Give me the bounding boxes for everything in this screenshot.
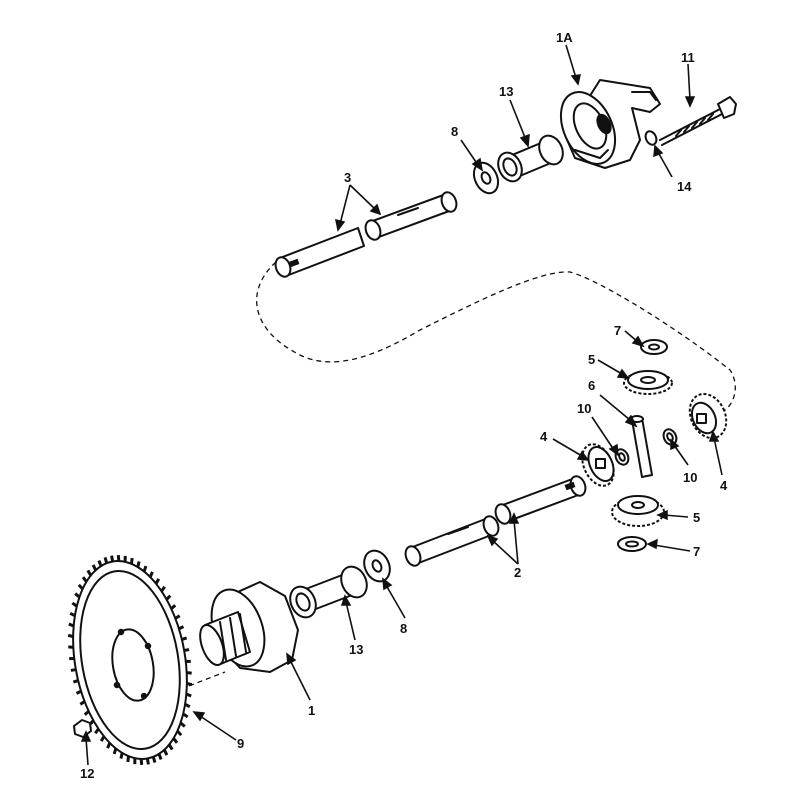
label-8-bottom: 8	[400, 621, 407, 636]
label-11: 11	[681, 50, 695, 65]
sprocket-tooth	[72, 679, 79, 684]
thrust-washer-8-bottom	[363, 549, 391, 583]
label-5-bottom: 5	[693, 510, 700, 525]
bevel-gear-5-bottom	[611, 495, 665, 527]
sprocket-tooth	[157, 753, 163, 760]
housing-1	[199, 581, 299, 673]
axle-shafts-2	[404, 475, 587, 567]
axle-dashed-line	[79, 671, 226, 729]
sprocket-tooth	[97, 560, 103, 567]
sprocket-tooth	[119, 752, 124, 759]
sprocket-tooth	[167, 743, 174, 751]
axle-shafts-3	[274, 191, 458, 278]
sprocket-tooth	[172, 737, 179, 744]
sprocket-tooth	[179, 721, 186, 728]
sprocket-tooth	[67, 633, 74, 638]
sprocket-tooth	[70, 668, 77, 672]
sprocket-tooth	[103, 557, 109, 564]
nut-12	[73, 719, 92, 738]
label-5-top: 5	[588, 352, 595, 367]
sprocket-tooth	[130, 557, 134, 565]
side-gear-4-left	[581, 443, 615, 487]
sprocket-tooth	[162, 749, 169, 756]
label-1: 1	[308, 703, 315, 718]
label-12: 12	[80, 766, 94, 781]
washer-10-left	[614, 448, 630, 466]
label-14: 14	[677, 179, 692, 194]
sprocket-tooth	[176, 730, 183, 737]
sprocket-tooth	[71, 601, 78, 608]
lock-washer-14	[644, 130, 658, 146]
label-6: 6	[588, 378, 595, 393]
sprocket-tooth	[174, 614, 181, 620]
label-2: 2	[514, 565, 521, 580]
label-4-right: 4	[720, 478, 728, 493]
sprocket-tooth	[136, 561, 141, 568]
assembly-dashed-line	[256, 261, 736, 413]
sprocket-tooth	[148, 571, 154, 578]
sprocket-tooth	[185, 692, 192, 698]
sprocket-tooth	[110, 555, 115, 562]
sprocket-tooth	[126, 755, 130, 763]
label-8-top: 8	[451, 124, 458, 139]
sprocket-tooth	[81, 576, 88, 583]
sprocket-tooth	[154, 578, 161, 585]
sprocket-tooth	[112, 748, 118, 755]
label-10-left: 10	[577, 401, 591, 416]
washer-10-right	[662, 428, 678, 446]
sprocket-tooth	[145, 758, 150, 765]
sprocket-tooth	[106, 742, 112, 749]
label-7-top: 7	[614, 323, 621, 338]
label-3: 3	[344, 170, 351, 185]
sprocket-tooth	[83, 710, 90, 716]
label-4-left: 4	[540, 429, 548, 444]
bevel-gear-5-top	[623, 370, 673, 395]
label-7-bottom: 7	[693, 544, 700, 559]
label-13-top: 13	[499, 84, 513, 99]
sprocket-tooth	[142, 565, 148, 572]
bushing-13-top	[497, 134, 564, 183]
cross-pin-6	[630, 415, 653, 478]
label-10-right: 10	[683, 470, 697, 485]
sprocket-tooth	[77, 583, 84, 590]
sprocket-tooth	[182, 712, 189, 719]
label-9: 9	[237, 736, 244, 751]
sprocket-tooth	[74, 592, 81, 599]
sprocket-tooth	[160, 585, 166, 593]
sprocket-9	[67, 554, 193, 766]
bushing-13-bottom	[289, 565, 368, 619]
sprocket-tooth	[86, 569, 93, 577]
sprocket-tooth	[151, 756, 157, 763]
sprocket-tooth	[79, 700, 86, 706]
sprocket-tooth	[69, 611, 76, 618]
sprocket-tooth	[75, 689, 82, 695]
sprocket-tooth	[183, 648, 190, 652]
sprocket-tooth	[181, 636, 188, 641]
leader-lines	[80, 44, 723, 766]
label-13-bottom: 13	[349, 642, 363, 657]
sprocket-tooth	[68, 622, 75, 628]
sprocket-tooth	[170, 604, 177, 610]
bolt-11	[659, 96, 737, 146]
side-gear-4-right	[688, 392, 728, 440]
washer-7-top	[640, 339, 668, 355]
sprocket-tooth	[165, 594, 172, 601]
washer-7-bottom	[617, 536, 647, 552]
housing-1a	[559, 79, 661, 169]
sprocket-tooth	[94, 727, 100, 735]
sprocket-tooth	[186, 682, 193, 687]
sprocket-tooth	[99, 735, 106, 742]
sprocket-tooth	[178, 625, 185, 631]
sprocket-tooth	[91, 564, 98, 571]
sprocket-tooth	[184, 702, 191, 709]
label-1a: 1A	[556, 30, 573, 45]
